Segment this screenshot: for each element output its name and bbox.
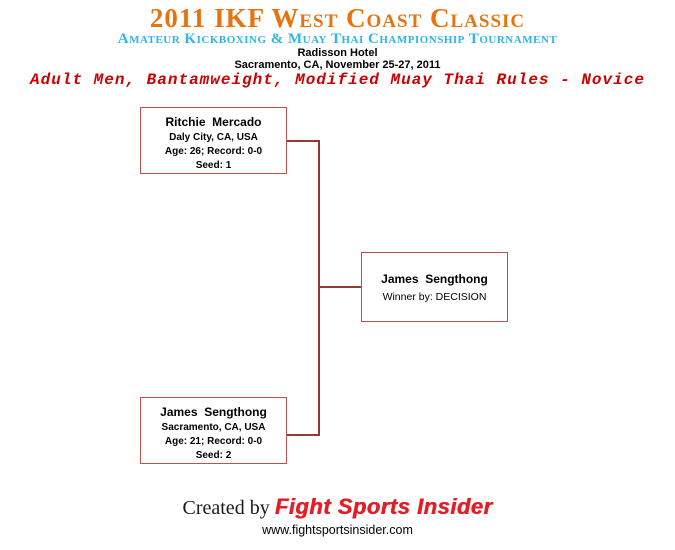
bracket-line-vertical (318, 140, 320, 436)
brand-logo-text: Fight Sports Insider (274, 494, 493, 519)
winner-method: Winner by: DECISION (382, 290, 487, 303)
page-subtitle: Amateur Kickboxing & Muay Thai Champions… (117, 31, 558, 47)
fighter2-name: James Sengthong (160, 405, 267, 419)
fighter1-box: Ritchie Mercado Daly City, CA, USA Age: … (140, 107, 287, 174)
footer-created-line: Created by Fight Sports Insider (0, 494, 675, 520)
created-by-text: Created by (182, 497, 275, 519)
bracket-line-bottom (287, 434, 320, 436)
division-title: Adult Men, Bantamweight, Modified Muay T… (30, 71, 645, 89)
winner-box: James Sengthong Winner by: DECISION (361, 252, 508, 322)
bracket-line-winner (320, 286, 361, 288)
fighter2-seed: Seed: 2 (195, 450, 232, 461)
fighter1-name: Ritchie Mercado (165, 115, 262, 129)
fighter1-location: Daly City, CA, USA (169, 132, 258, 143)
page-title: 2011 IKF West Coast Classic (149, 3, 526, 33)
venue-text: Radisson Hotel (297, 47, 378, 59)
fighter2-age-record: Age: 21; Record: 0-0 (164, 436, 263, 447)
winner-name: James Sengthong (381, 271, 488, 286)
fighter2-location: Sacramento, CA, USA (161, 422, 266, 433)
bracket-line-top (287, 140, 320, 142)
fighter2-box: James Sengthong Sacramento, CA, USA Age:… (140, 397, 287, 464)
fighter1-age-record: Age: 26; Record: 0-0 (164, 146, 263, 157)
fighter1-seed: Seed: 1 (195, 160, 232, 171)
location-date-text: Sacramento, CA, November 25-27, 2011 (234, 59, 441, 71)
website-url: www.fightsportsinsider.com (262, 523, 413, 537)
